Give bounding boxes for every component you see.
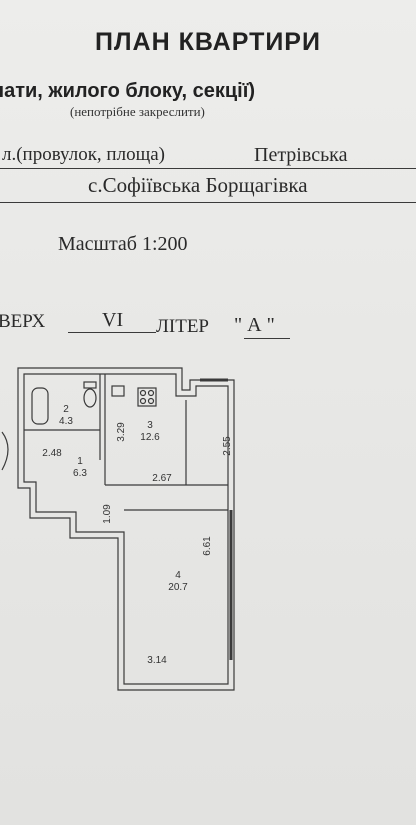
- dimension-label: 6.61: [202, 536, 213, 556]
- room-area: 4.3: [59, 416, 73, 427]
- dimension-label: 1.09: [102, 504, 113, 524]
- floor-plan: 2 4.3 3 12.6 1 6.3 4 20.7 3.29 2.55 2.48…: [1, 367, 235, 691]
- outer-wall: [17, 367, 235, 691]
- inner-wall: [23, 373, 229, 685]
- document-title: ПЛАН КВАРТИРИ: [95, 28, 321, 56]
- stove-burner: [147, 397, 155, 405]
- toilet-tank: [83, 381, 97, 389]
- floor-label: ВЕРХ: [0, 311, 46, 332]
- room-area: 6.3: [73, 468, 87, 479]
- dimension-label: 2.67: [152, 473, 172, 484]
- dimension-label: 3.29: [116, 422, 127, 442]
- door-arc: [1, 431, 9, 471]
- street-underline: [0, 168, 416, 169]
- dimension-label: 2.55: [222, 436, 233, 456]
- room-area: 20.7: [168, 582, 188, 593]
- dimension-label: 3.14: [147, 655, 167, 666]
- village-name: с.Софіївська Борщагівка: [88, 173, 308, 197]
- document-subtitle: нати, жилого блоку, секції): [0, 80, 256, 102]
- sink-shape: [111, 385, 125, 397]
- room-number: 1: [77, 456, 83, 467]
- room-number: 3: [147, 420, 153, 431]
- document-note: (непотрібне закреслити): [70, 104, 205, 119]
- dimension-label: 2.48: [42, 448, 62, 459]
- scale-text: Масштаб 1:200: [58, 233, 188, 255]
- room-number: 4: [175, 570, 181, 581]
- stove-shape: [137, 387, 157, 407]
- liter-label: ЛІТЕР: [156, 316, 209, 337]
- street-value: Петрівська: [254, 144, 348, 166]
- stove-burner: [139, 397, 147, 405]
- floor-value: VI: [102, 309, 124, 331]
- bathtub-shape: [31, 387, 49, 425]
- room-area: 12.6: [140, 432, 160, 443]
- liter-value: " А ": [234, 314, 275, 336]
- liter-underline: [244, 338, 290, 339]
- room-number: 2: [63, 404, 69, 415]
- stove-burner: [139, 389, 147, 397]
- floor-underline: [68, 332, 156, 333]
- stove-burner: [147, 389, 155, 397]
- street-label: л.(провулок, площа): [2, 144, 165, 165]
- village-underline: [0, 202, 416, 203]
- toilet-shape: [83, 388, 97, 408]
